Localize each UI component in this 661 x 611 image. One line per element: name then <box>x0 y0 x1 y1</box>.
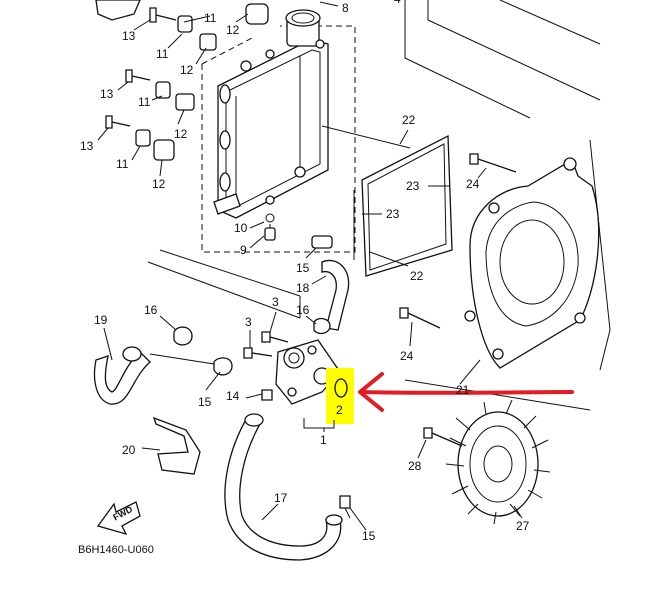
crankcase-cover <box>464 157 600 369</box>
callout-22: 22 <box>402 113 416 127</box>
callout-13: 13 <box>80 139 94 153</box>
callout-12: 12 <box>180 63 194 77</box>
radiator <box>201 9 356 253</box>
cooling-fan <box>423 399 551 525</box>
callout-14: 14 <box>226 389 240 403</box>
callout-3: 3 <box>245 315 252 329</box>
mounting-hardware <box>105 3 269 161</box>
callout-9: 9 <box>240 243 247 257</box>
callout-11: 11 <box>116 157 129 171</box>
leader-lines <box>97 1 521 531</box>
callout-22: 22 <box>410 269 424 283</box>
callout-8: 8 <box>342 1 349 15</box>
o-ring-highlight <box>326 368 354 424</box>
callouts: 13 11 12 8 4 11 12 13 11 12 13 11 12 22 … <box>80 0 530 543</box>
callout-24: 24 <box>400 349 414 363</box>
callout-23: 23 <box>386 207 400 221</box>
highlight-box <box>326 368 354 424</box>
hoses <box>93 259 350 561</box>
tank-part <box>95 0 141 21</box>
diagram-code: B6H1460-U060 <box>78 544 154 556</box>
callout-12: 12 <box>174 127 188 141</box>
callout-21: 21 <box>456 383 470 397</box>
callout-15: 15 <box>296 261 310 275</box>
callout-4: 4 <box>394 0 401 6</box>
callout-2: 2 <box>336 403 343 417</box>
callout-11: 11 <box>204 11 217 25</box>
callout-19: 19 <box>94 313 108 327</box>
callout-24: 24 <box>466 177 480 191</box>
clamps-and-bolts <box>173 235 351 519</box>
callout-12: 12 <box>226 23 240 37</box>
callout-3: 3 <box>272 295 279 309</box>
callout-16: 16 <box>144 303 158 317</box>
callout-15: 15 <box>362 529 376 543</box>
callout-1: 1 <box>320 433 327 447</box>
bracket-20 <box>152 416 201 475</box>
bolt-24 <box>399 153 517 329</box>
pointer-arrow-shape <box>360 390 574 395</box>
callout-16: 16 <box>296 303 310 317</box>
callout-23: 23 <box>406 179 420 193</box>
fwd-arrow: FWD <box>96 501 141 536</box>
callout-20: 20 <box>122 443 136 457</box>
callout-11: 11 <box>138 95 151 109</box>
callout-12: 12 <box>152 177 166 191</box>
radiator-cover <box>321 125 453 277</box>
callout-13: 13 <box>122 29 136 43</box>
pointer-arrow-head <box>358 372 384 412</box>
red-pointer-arrow <box>358 372 574 412</box>
callout-17: 17 <box>274 491 288 505</box>
callout-13: 13 <box>100 87 114 101</box>
callout-27: 27 <box>516 519 530 533</box>
callout-11: 11 <box>156 47 169 61</box>
callout-15: 15 <box>198 395 212 409</box>
callout-10: 10 <box>234 221 248 235</box>
callout-28: 28 <box>408 459 422 473</box>
callout-18: 18 <box>296 281 310 295</box>
